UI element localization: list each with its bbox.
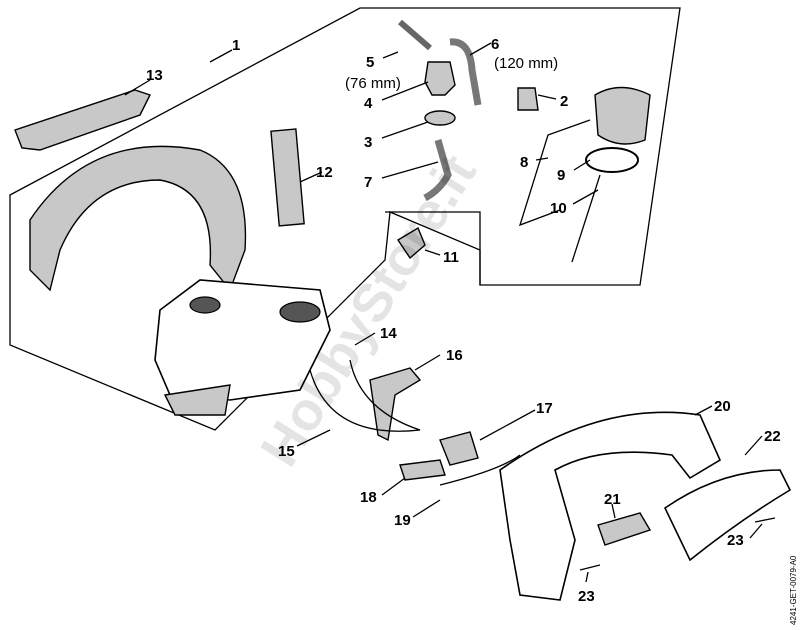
part-20-handle: [499, 411, 722, 601]
part-5-tube: [398, 19, 432, 51]
part-8-cap: [594, 86, 651, 145]
drawing-code: 4241-GET-0079-A0: [789, 555, 798, 625]
part-9-o-ring: [585, 147, 639, 173]
part-6-hose: [449, 38, 482, 106]
callout-16: 16: [446, 347, 463, 364]
part-7-hose: [423, 139, 452, 202]
callout-21: 21: [604, 491, 621, 508]
leader-lines: [124, 42, 763, 583]
callout-20: 20: [714, 398, 731, 415]
part-10-dipstick: [571, 174, 601, 263]
callout-18: 18: [360, 489, 377, 506]
part-tank-foot: [163, 384, 231, 416]
part-21-switch: [597, 512, 652, 546]
dimension-part-6: (120 mm): [494, 55, 558, 72]
callout-1: 1: [232, 37, 240, 54]
callout-10: 10: [550, 200, 567, 217]
tank-opening: [189, 296, 221, 314]
callout-3: 3: [364, 134, 372, 151]
part-2-valve: [517, 87, 539, 111]
callout-11: 11: [443, 249, 459, 266]
part-18-slider: [399, 459, 446, 481]
callout-22: 22: [764, 428, 781, 445]
callout-15: 15: [278, 443, 295, 460]
inset-box-11: [385, 211, 481, 285]
callout-5: 5: [366, 54, 374, 71]
callout-23b: 23: [578, 588, 595, 605]
bracket-8-10: [518, 119, 591, 227]
part-3-grommet: [424, 110, 456, 126]
part-11-plug: [397, 226, 426, 260]
callout-2: 2: [560, 93, 568, 110]
dimension-part-5: (76 mm): [345, 75, 401, 92]
callout-14: 14: [380, 325, 397, 342]
callout-6: 6: [491, 36, 499, 53]
callout-13: 13: [146, 67, 163, 84]
tank-filler-neck: [279, 301, 321, 323]
part-19-rod: [439, 454, 521, 486]
part-handle-frame: [29, 145, 247, 292]
callout-17: 17: [536, 400, 553, 417]
part-4-valve: [424, 61, 456, 96]
part-23-screw-b: [579, 564, 601, 571]
part-22-cover: [663, 469, 792, 562]
part-13-cover: [14, 89, 151, 151]
part-15-wire: [309, 359, 421, 432]
part-12-label: [270, 128, 305, 227]
part-16-trigger: [369, 367, 422, 442]
callout-12: 12: [316, 164, 333, 181]
part-23-screw-a: [754, 517, 776, 523]
callout-9: 9: [557, 167, 565, 184]
callout-23a: 23: [727, 532, 744, 549]
callout-19: 19: [394, 512, 411, 529]
callout-8: 8: [520, 154, 528, 171]
part-17-lever: [439, 431, 479, 466]
callout-7: 7: [364, 174, 372, 191]
callout-4: 4: [364, 95, 373, 112]
